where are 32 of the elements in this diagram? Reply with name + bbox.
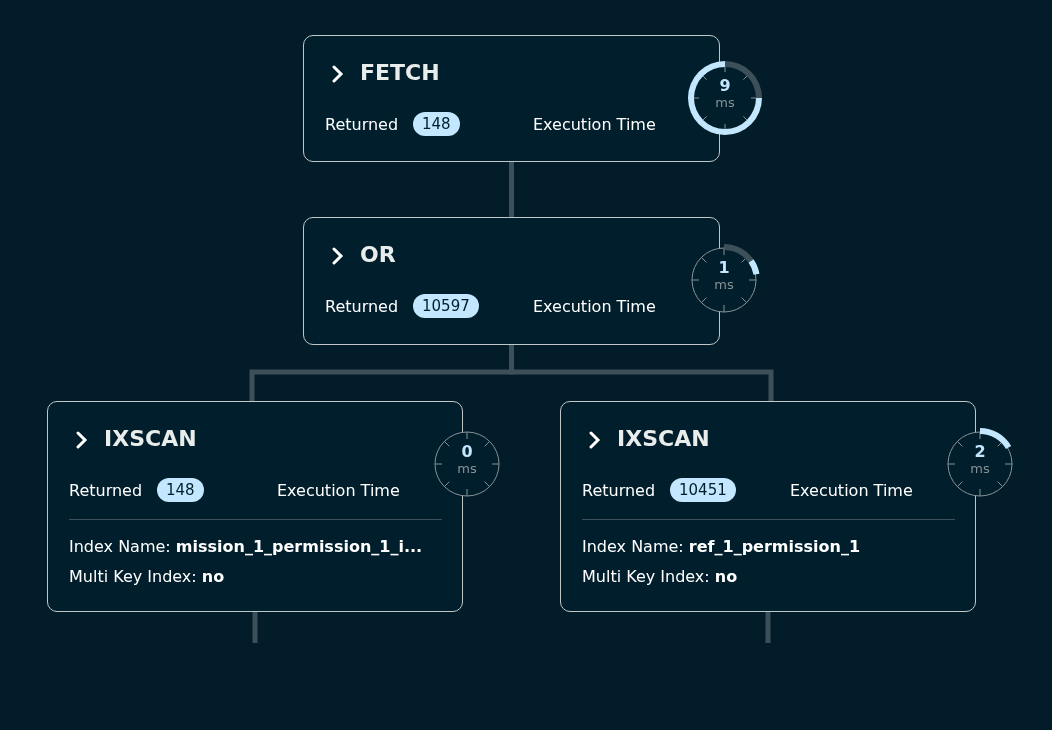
- time-value: 2: [973, 442, 987, 461]
- connector-line: [765, 612, 771, 643]
- time-unit: ms: [714, 95, 736, 110]
- returned-label: Returned: [325, 297, 399, 316]
- execution-time-label: Execution Time: [533, 297, 656, 316]
- count-badge: 148: [413, 112, 460, 136]
- stage-title: IXSCAN: [104, 426, 197, 451]
- count-badge: 10451: [670, 478, 736, 502]
- returned-label: Returned: [325, 115, 399, 134]
- returned-label: Returned: [582, 481, 656, 500]
- time-value: 1: [717, 258, 731, 277]
- stage-title: FETCH: [360, 60, 440, 85]
- index-detail-text: Multi Key Index: no: [69, 567, 225, 586]
- connector-line: [509, 162, 514, 217]
- time-unit: ms: [969, 461, 991, 476]
- connector-line: [509, 345, 774, 401]
- index-detail-text: Multi Key Index: no: [582, 567, 738, 586]
- execution-time-label: Execution Time: [277, 481, 400, 500]
- returned-label: Returned: [69, 481, 143, 500]
- count-badge: 10597: [413, 294, 479, 318]
- time-unit: ms: [456, 461, 478, 476]
- index-detail-text: Index Name: ref_1_permission_1: [582, 537, 861, 556]
- execution-time-label: Execution Time: [790, 481, 913, 500]
- connector-line: [252, 612, 258, 643]
- execution-time-label: Execution Time: [533, 115, 656, 134]
- stage-title: IXSCAN: [617, 426, 710, 451]
- time-unit: ms: [713, 277, 735, 292]
- count-badge: 148: [157, 478, 204, 502]
- index-detail-text: Index Name: mission_1_permission_1_i...: [69, 537, 423, 556]
- time-value: 0: [460, 442, 474, 461]
- time-value: 9: [718, 76, 732, 95]
- stage-title: OR: [360, 242, 396, 267]
